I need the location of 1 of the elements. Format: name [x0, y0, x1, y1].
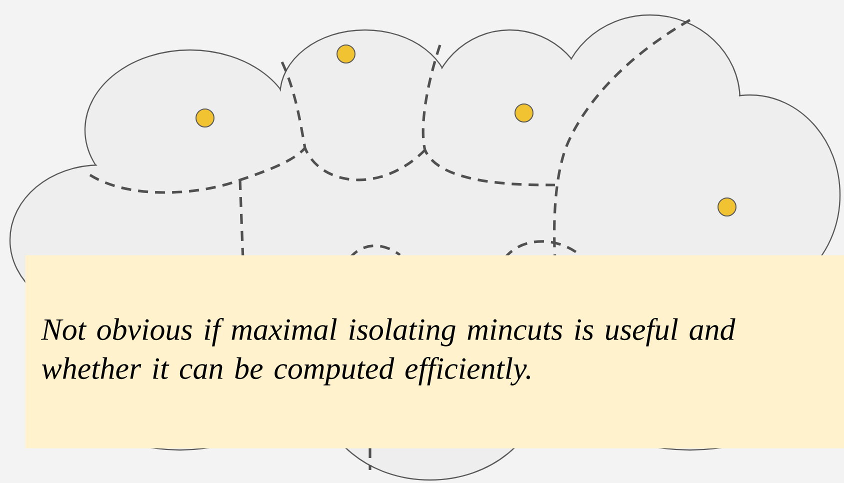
note-box: Not obvious if maximal isolating mincuts is useful and whether it can be computed efficiently. [25, 255, 844, 448]
